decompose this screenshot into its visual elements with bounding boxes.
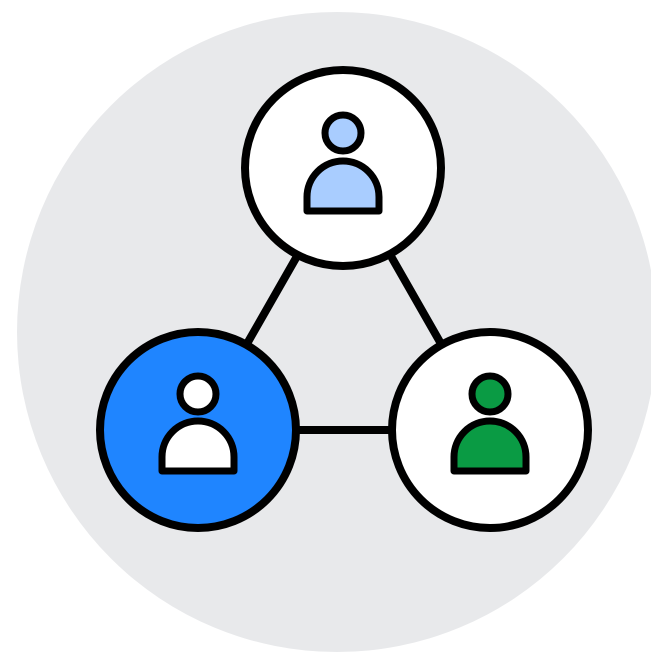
left-person-node — [96, 328, 300, 532]
connector-line-top-left — [244, 254, 300, 346]
person-icon — [303, 111, 383, 215]
person-icon — [158, 372, 238, 475]
person-icon — [450, 372, 530, 475]
right-person-node — [388, 328, 592, 532]
connector-line-top-right — [388, 254, 444, 346]
top-person-node — [241, 66, 445, 270]
